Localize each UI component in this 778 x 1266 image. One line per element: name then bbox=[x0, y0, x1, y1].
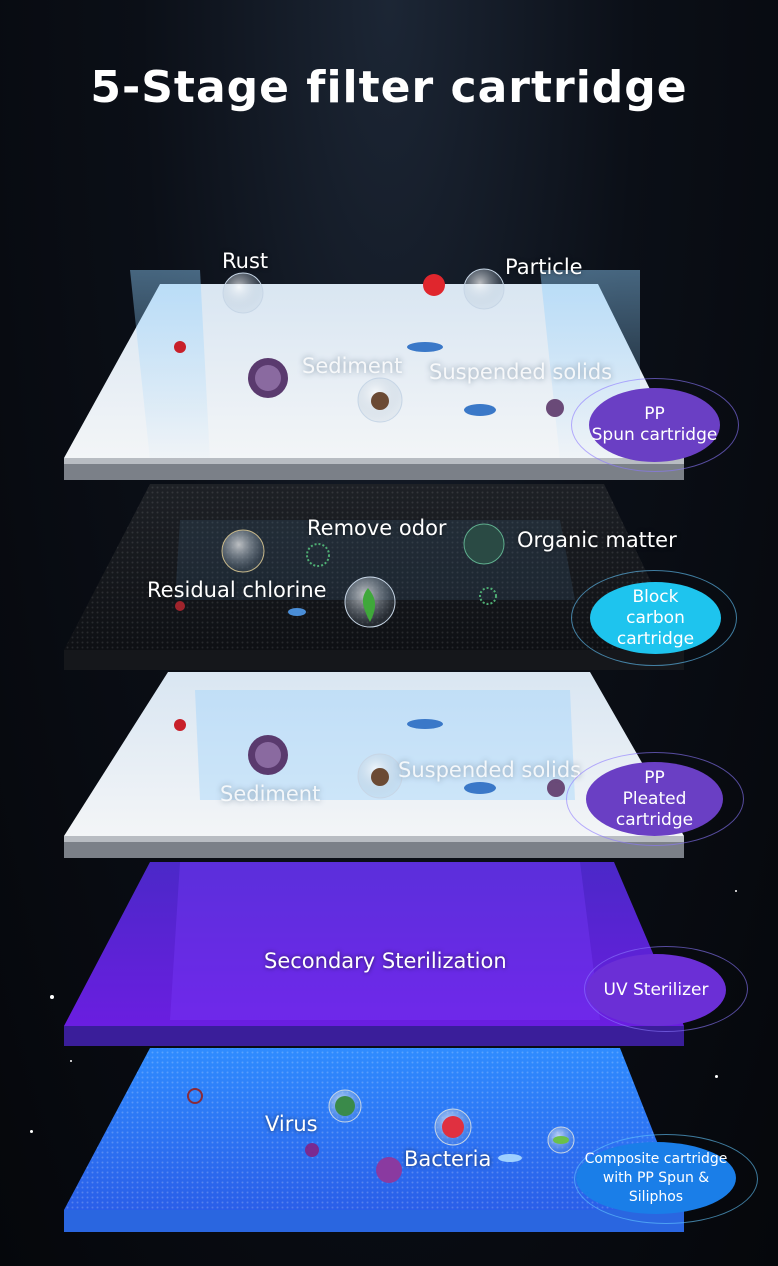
star-decoration bbox=[30, 1130, 33, 1133]
label-residual-chlorine: Residual chlorine bbox=[147, 578, 327, 602]
badge-pp-spun-cartridge: PP Spun cartridge bbox=[589, 388, 720, 462]
stage-3-layer bbox=[64, 672, 684, 858]
badge-line: Composite cartridge bbox=[584, 1150, 728, 1167]
badge-line: Block bbox=[632, 586, 679, 607]
badge-line: UV Sterilizer bbox=[603, 979, 709, 1000]
stage-5-layer bbox=[64, 1048, 684, 1232]
badge-ring bbox=[566, 752, 744, 846]
star-decoration bbox=[70, 1060, 72, 1062]
stage-1-layer bbox=[64, 270, 684, 480]
badge-line: PP bbox=[644, 767, 665, 788]
badge-block-carbon-cartridge: Block carbon cartridge bbox=[590, 582, 721, 654]
badge-composite-cartridge: Composite cartridge with PP Spun & Silip… bbox=[576, 1142, 736, 1214]
badge-line: Spun cartridge bbox=[591, 425, 718, 445]
label-secondary-sterilization: Secondary Sterilization bbox=[264, 949, 507, 973]
badge-line: with PP Spun & Siliphos bbox=[602, 1169, 710, 1205]
badge-ring bbox=[584, 946, 748, 1032]
label-bacteria: Bacteria bbox=[404, 1147, 492, 1171]
label-rust: Rust bbox=[222, 249, 269, 273]
badge-line: Pleated cartridge bbox=[615, 788, 694, 830]
star-decoration bbox=[715, 1075, 718, 1078]
page-title: 5-Stage filter cartridge bbox=[90, 62, 688, 113]
label-suspended-solids: Suspended solids bbox=[429, 360, 613, 384]
star-decoration bbox=[735, 890, 737, 892]
label-virus: Virus bbox=[265, 1112, 318, 1136]
label-organic-matter: Organic matter bbox=[517, 528, 677, 552]
label-remove-odor: Remove odor bbox=[307, 516, 447, 540]
star-decoration bbox=[50, 995, 54, 999]
stage-4-layer bbox=[64, 862, 684, 1046]
badge-ring bbox=[571, 378, 739, 472]
particle-decorations bbox=[174, 268, 575, 1183]
badge-line: carbon cartridge bbox=[616, 607, 695, 649]
label-sediment: Sediment bbox=[302, 354, 403, 378]
badge-pp-pleated-cartridge: PP Pleated cartridge bbox=[586, 762, 723, 836]
badge-uv-sterilizer: UV Sterilizer bbox=[586, 954, 726, 1026]
badge-line: PP bbox=[644, 404, 665, 424]
label-suspended-solids: Suspended solids bbox=[398, 758, 582, 782]
badge-ring bbox=[571, 570, 737, 666]
label-particle: Particle bbox=[505, 255, 583, 279]
badge-ring bbox=[574, 1134, 758, 1224]
label-sediment: Sediment bbox=[220, 782, 321, 806]
stage-2-layer bbox=[64, 484, 684, 670]
